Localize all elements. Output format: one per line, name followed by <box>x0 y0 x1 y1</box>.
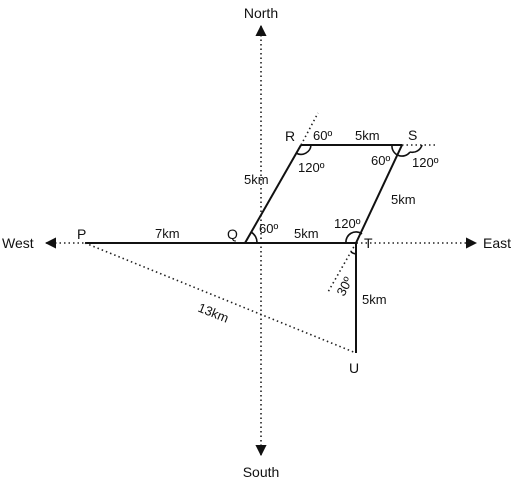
point-t-label: T <box>364 235 373 251</box>
point-p-label: P <box>77 226 86 242</box>
distance-qr-label: 5km <box>244 172 269 187</box>
r-extension-line <box>300 112 319 146</box>
angle-r-inner-label: 120º <box>298 160 325 175</box>
t-extension-line <box>327 242 357 293</box>
distance-qt-label: 5km <box>294 226 319 241</box>
angle-t-lower-label: 30º <box>333 274 355 298</box>
angle-arc-q <box>250 231 258 244</box>
angle-arc-s <box>391 144 423 157</box>
angle-r-outer-label: 60º <box>313 128 332 143</box>
point-q-label: Q <box>227 226 238 242</box>
distance-pq-label: 7km <box>155 226 180 241</box>
distance-tu-label: 5km <box>362 292 387 307</box>
angle-s-inner-label: 60º <box>371 153 390 168</box>
south-label: South <box>243 464 280 480</box>
segment-qr <box>244 144 302 244</box>
angle-arc-t <box>345 231 363 244</box>
east-label: East <box>483 235 511 251</box>
point-u-label: U <box>349 360 359 376</box>
west-label: West <box>2 235 34 251</box>
point-r-label: R <box>285 128 295 144</box>
angle-s-outer-label: 120º <box>412 155 439 170</box>
point-s-label: S <box>408 127 417 143</box>
segment-st <box>355 144 403 244</box>
angle-t-inner-label: 120º <box>334 216 361 231</box>
angle-arc-t-lower <box>350 251 357 255</box>
distance-st-label: 5km <box>391 192 416 207</box>
distance-pu-label: 13km <box>196 300 231 326</box>
angle-arc-r <box>295 144 312 156</box>
angle-q-label: 60º <box>259 221 278 236</box>
north-label: North <box>244 5 278 21</box>
segment-pu-resultant <box>84 242 357 354</box>
distance-rs-label: 5km <box>355 128 380 143</box>
